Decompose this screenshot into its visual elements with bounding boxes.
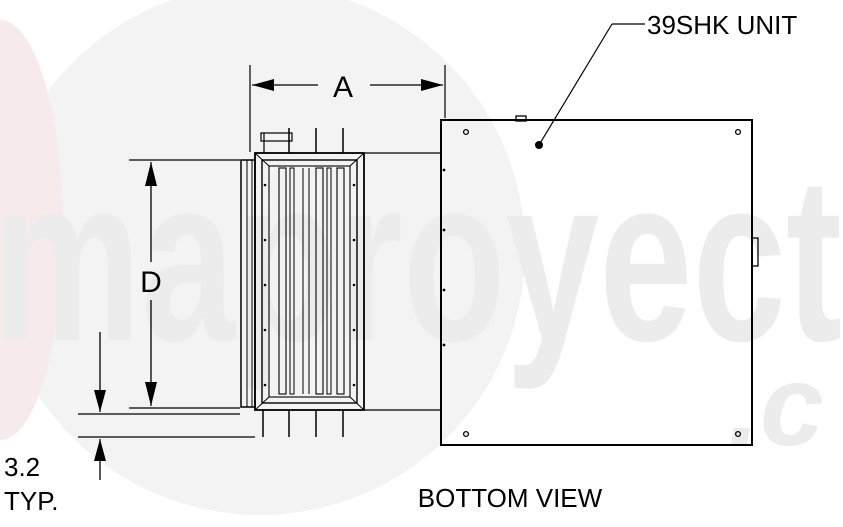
frame-corner bbox=[349, 152, 365, 167]
arrow-left-icon bbox=[252, 79, 274, 91]
unit-callout-label: 39SHK UNIT bbox=[647, 10, 797, 40]
dimension-a-label: A bbox=[333, 71, 353, 104]
element-bars bbox=[278, 167, 345, 395]
arrow-right-icon bbox=[421, 79, 443, 91]
frame-mid bbox=[261, 159, 358, 404]
dimension-typ: 3.2 TYP. bbox=[4, 332, 255, 516]
watermark-text: maproyect bbox=[0, 127, 842, 390]
mounting-bracket bbox=[260, 132, 293, 153]
frame-inner bbox=[268, 165, 351, 398]
arrow-up-icon bbox=[145, 162, 157, 186]
watermark: maproyect .c bbox=[0, 0, 842, 515]
dimension-a: A bbox=[249, 65, 446, 152]
flange-inner bbox=[246, 159, 253, 408]
dimension-typ-suffix: TYP. bbox=[4, 486, 58, 516]
unit-callout: 39SHK UNIT bbox=[538, 10, 797, 146]
dimension-d: D bbox=[129, 159, 240, 409]
unit-box bbox=[440, 115, 759, 446]
duct-lines bbox=[364, 152, 441, 411]
unit-top-tab bbox=[515, 115, 527, 122]
watermark-logo-edge bbox=[0, 20, 63, 440]
frame-corner bbox=[254, 152, 270, 167]
frame-corner bbox=[254, 396, 270, 411]
mount-hole-icon bbox=[734, 128, 742, 136]
view-title: BOTTOM VIEW bbox=[418, 483, 603, 513]
mounting-pins-top bbox=[288, 128, 344, 153]
unit-edge-rivets bbox=[442, 168, 446, 347]
arrow-up-icon bbox=[94, 439, 106, 461]
frame-outer bbox=[254, 152, 365, 411]
unit-outline bbox=[440, 119, 753, 446]
mounting-pins-bottom bbox=[262, 410, 344, 437]
frame-corner bbox=[349, 396, 365, 411]
mount-hole-icon bbox=[462, 430, 470, 438]
frame-rivets bbox=[263, 183, 356, 387]
heater-assembly bbox=[240, 128, 365, 437]
arrow-down-icon bbox=[94, 390, 106, 412]
unit-side-tab bbox=[751, 237, 759, 267]
dimension-typ-value: 3.2 bbox=[4, 452, 40, 482]
mount-hole-icon bbox=[734, 430, 742, 438]
mount-hole-icon bbox=[462, 128, 470, 136]
watermark-suffix: .c bbox=[728, 342, 824, 470]
arrow-down-icon bbox=[145, 382, 157, 406]
dimension-d-label: D bbox=[140, 266, 162, 299]
